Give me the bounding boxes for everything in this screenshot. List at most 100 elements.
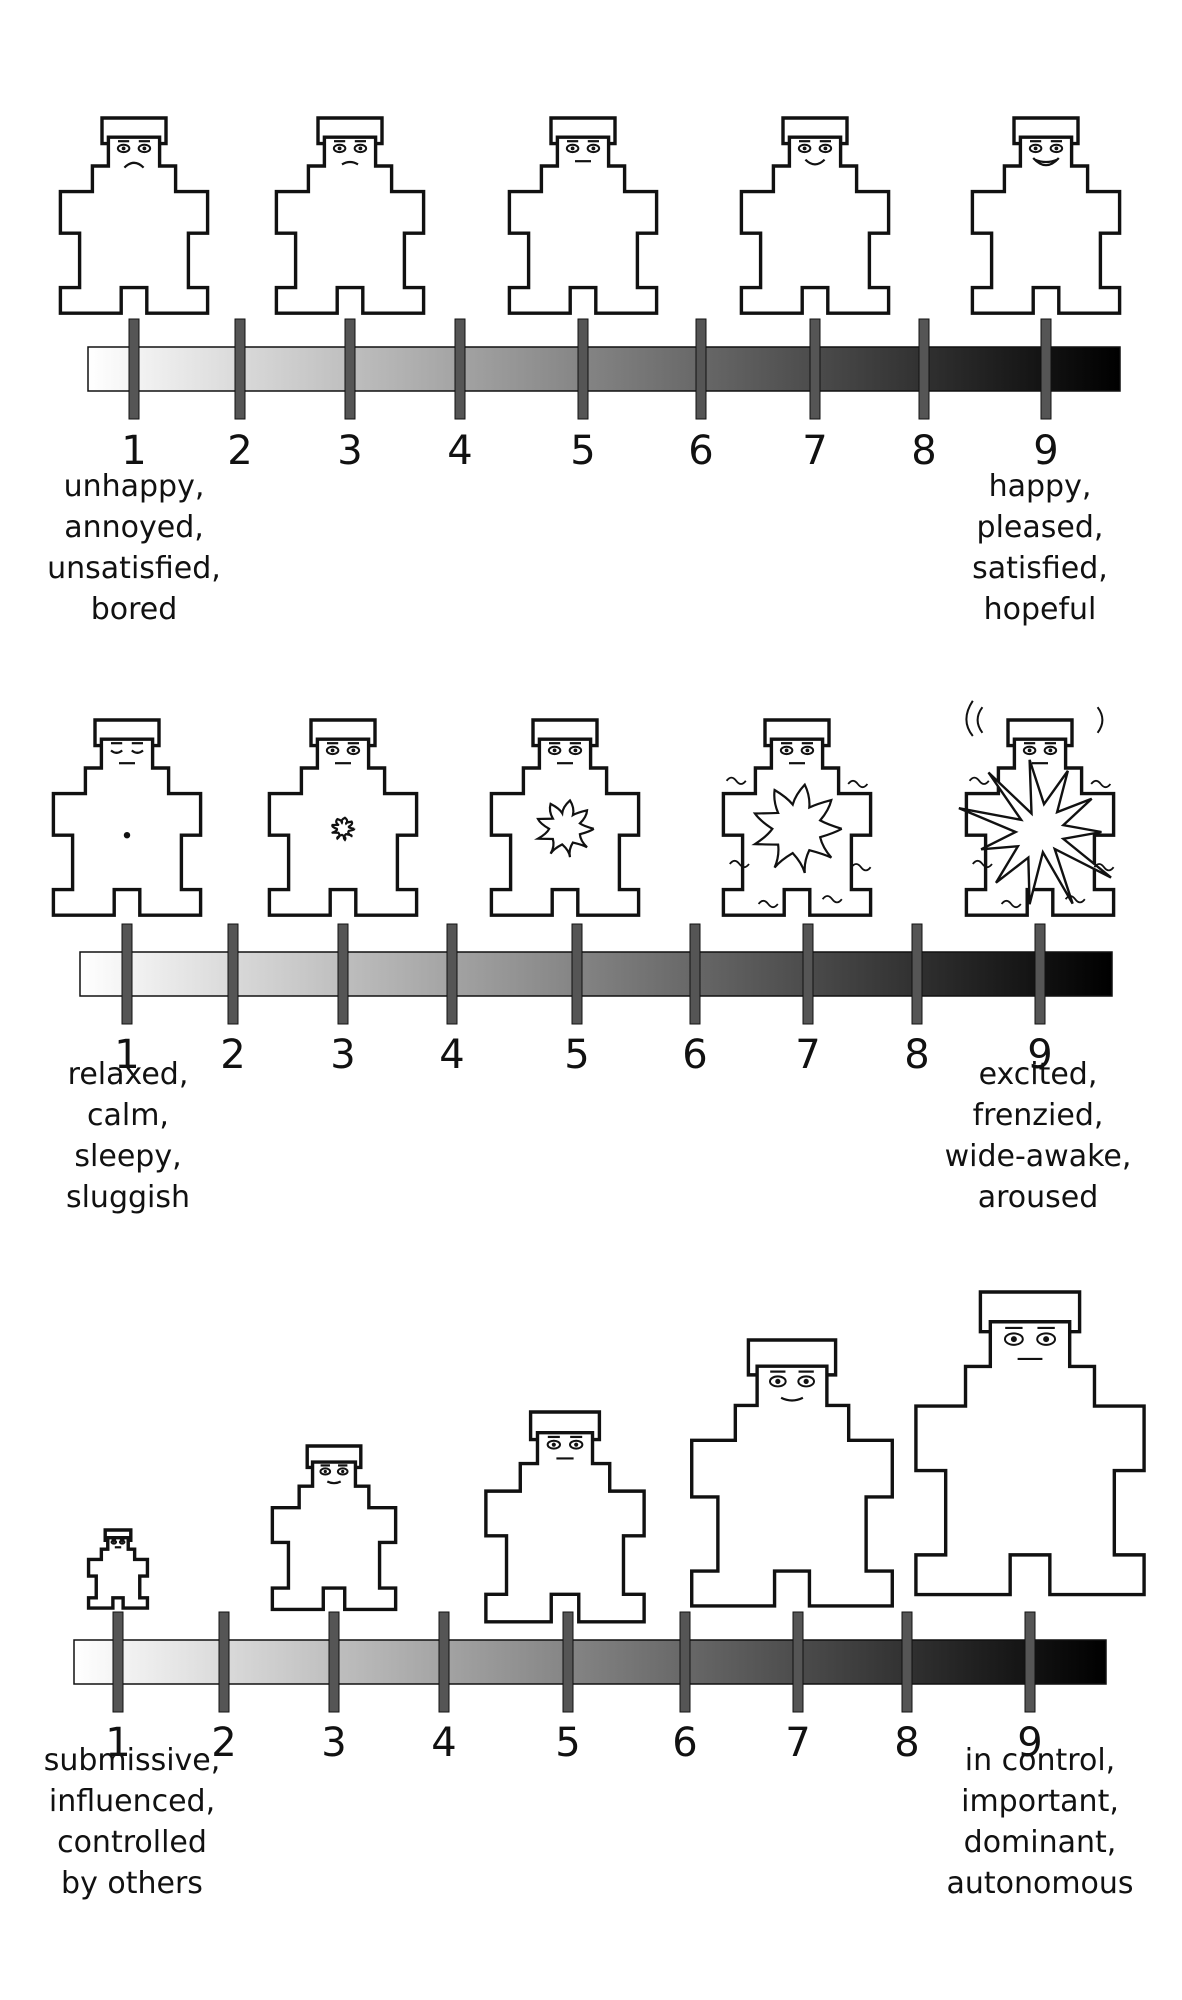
scale-number-8: 8 xyxy=(894,1720,919,1766)
scale-tick-5[interactable] xyxy=(562,1611,574,1713)
scale-tick-2[interactable] xyxy=(234,318,246,420)
scale-number-4: 4 xyxy=(447,428,472,474)
descriptor: by others xyxy=(61,1866,203,1901)
scale-number-8: 8 xyxy=(904,1032,929,1078)
descriptor: influenced, xyxy=(48,1784,216,1819)
scale-number-6: 6 xyxy=(688,428,713,474)
valence-low-descriptors: unhappy, annoyed, unsatisfied, bored xyxy=(4,466,264,630)
descriptor: wide-awake, xyxy=(944,1139,1132,1174)
descriptor: unhappy, xyxy=(63,469,205,504)
arousal-high-descriptors: excited, frenzied, wide-awake, aroused xyxy=(908,1054,1168,1218)
scale-number-3: 3 xyxy=(330,1032,355,1078)
scale-tick-4[interactable] xyxy=(446,923,458,1025)
descriptor: frenzied, xyxy=(972,1098,1104,1133)
scale-tick-3[interactable] xyxy=(337,923,349,1025)
scale-tick-4[interactable] xyxy=(454,318,466,420)
arousal-figure-large-splash xyxy=(721,718,873,917)
scale-number-5: 5 xyxy=(555,1720,580,1766)
scale-tick-1[interactable] xyxy=(121,923,133,1025)
arousal-figure-small-splash xyxy=(267,718,419,917)
descriptor: happy, xyxy=(988,469,1092,504)
scale-tick-5[interactable] xyxy=(571,923,583,1025)
descriptor: autonomous xyxy=(946,1866,1134,1901)
scale-number-1: 1 xyxy=(105,1720,130,1766)
descriptor: in control, xyxy=(964,1743,1116,1778)
valence-figure-sad-face xyxy=(58,116,210,315)
valence-figure-slightly-sad-face xyxy=(274,116,426,315)
scale-tick-3[interactable] xyxy=(328,1611,340,1713)
scale-number-1: 1 xyxy=(121,428,146,474)
descriptor: bored xyxy=(90,592,178,627)
scale-number-6: 6 xyxy=(672,1720,697,1766)
arousal-figure-medium-splash xyxy=(489,718,641,917)
scale-number-7: 7 xyxy=(802,428,827,474)
scale-tick-6[interactable] xyxy=(689,923,701,1025)
dominance-figure-small-figure xyxy=(270,1444,398,1612)
scale-number-9: 9 xyxy=(1017,1720,1042,1766)
dominance-figure-tiny-figure xyxy=(86,1528,150,1610)
scale-number-8: 8 xyxy=(911,428,936,474)
scale-number-2: 2 xyxy=(211,1720,236,1766)
scale-number-4: 4 xyxy=(431,1720,456,1766)
arousal-figure-calm-dot xyxy=(51,718,203,917)
scale-tick-7[interactable] xyxy=(802,923,814,1025)
scale-number-2: 2 xyxy=(227,428,252,474)
descriptor: annoyed, xyxy=(64,510,204,545)
dominance-gradient-bar xyxy=(73,1639,1107,1685)
descriptor: important, xyxy=(961,1784,1119,1819)
scale-tick-4[interactable] xyxy=(438,1611,450,1713)
scale-number-3: 3 xyxy=(337,428,362,474)
descriptor: dominant, xyxy=(963,1825,1117,1860)
scale-tick-7[interactable] xyxy=(809,318,821,420)
scale-number-7: 7 xyxy=(785,1720,810,1766)
descriptor: submissive, xyxy=(43,1743,221,1778)
scale-tick-6[interactable] xyxy=(695,318,707,420)
valence-figure-grinning-face xyxy=(970,116,1122,315)
scale-number-5: 5 xyxy=(564,1032,589,1078)
scale-tick-1[interactable] xyxy=(112,1611,124,1713)
valence-high-descriptors: happy, pleased, satisfied, hopeful xyxy=(910,466,1170,630)
arousal-low-descriptors: relaxed, calm, sleepy, sluggish xyxy=(0,1054,258,1218)
scale-number-7: 7 xyxy=(795,1032,820,1078)
scale-number-9: 9 xyxy=(1033,428,1058,474)
descriptor: sleepy, xyxy=(74,1139,182,1174)
valence-figure-smiling-face xyxy=(739,116,891,315)
descriptor: unsatisfied, xyxy=(47,551,221,586)
scale-number-6: 6 xyxy=(682,1032,707,1078)
scale-tick-9[interactable] xyxy=(1024,1611,1036,1713)
scale-tick-8[interactable] xyxy=(918,318,930,420)
dominance-figure-large-figure xyxy=(690,1338,894,1608)
dominance-figure-huge-figure xyxy=(914,1290,1146,1597)
descriptor: controlled xyxy=(57,1825,207,1860)
descriptor: aroused xyxy=(977,1180,1099,1215)
scale-number-3: 3 xyxy=(321,1720,346,1766)
descriptor: relaxed, xyxy=(67,1057,189,1092)
descriptor: hopeful xyxy=(983,592,1097,627)
scale-tick-8[interactable] xyxy=(911,923,923,1025)
dominance-high-descriptors: in control, important, dominant, autonom… xyxy=(910,1740,1170,1904)
descriptor: excited, xyxy=(978,1057,1098,1092)
scale-number-2: 2 xyxy=(220,1032,245,1078)
scale-tick-9[interactable] xyxy=(1040,318,1052,420)
scale-tick-8[interactable] xyxy=(901,1611,913,1713)
scale-tick-2[interactable] xyxy=(218,1611,230,1713)
scale-number-5: 5 xyxy=(570,428,595,474)
scale-tick-5[interactable] xyxy=(577,318,589,420)
descriptor: pleased, xyxy=(976,510,1104,545)
scale-number-9: 9 xyxy=(1027,1032,1052,1078)
dominance-low-descriptors: submissive, influenced, controlled by ot… xyxy=(2,1740,262,1904)
descriptor: satisfied, xyxy=(972,551,1108,586)
scale-tick-2[interactable] xyxy=(227,923,239,1025)
scale-tick-7[interactable] xyxy=(792,1611,804,1713)
arousal-gradient-bar xyxy=(79,951,1113,997)
descriptor: sluggish xyxy=(65,1180,191,1215)
valence-gradient-bar xyxy=(87,346,1121,392)
dominance-figure-medium-figure xyxy=(484,1410,646,1624)
scale-tick-9[interactable] xyxy=(1034,923,1046,1025)
scale-tick-3[interactable] xyxy=(344,318,356,420)
scale-number-4: 4 xyxy=(439,1032,464,1078)
valence-figure-neutral-face xyxy=(507,116,659,315)
scale-tick-6[interactable] xyxy=(679,1611,691,1713)
scale-tick-1[interactable] xyxy=(128,318,140,420)
